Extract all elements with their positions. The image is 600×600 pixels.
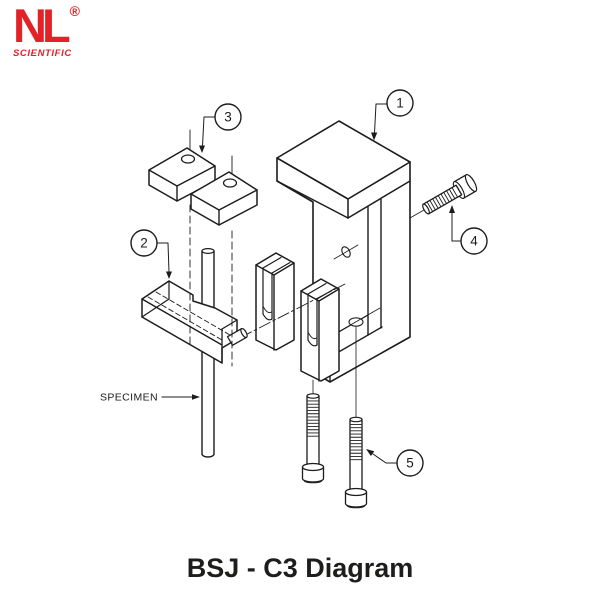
part-clamp-plate-2 (190, 171, 258, 226)
registered-trademark-icon: ® (69, 3, 80, 19)
part-side-screw (422, 173, 478, 215)
callout-5-arrowhead-icon (366, 449, 375, 456)
plate-1-hole (180, 154, 196, 164)
callout-2-arrowhead-icon (166, 271, 172, 279)
callout-2 (130, 229, 172, 279)
specimen-annotation (161, 394, 200, 400)
specimen-arrowhead-icon (192, 394, 200, 400)
specimen-label: SPECIMEN (100, 392, 158, 404)
nl-scientific-logo: NL® SCIENTIFIC (13, 0, 103, 59)
callout-4 (449, 205, 488, 255)
back-jaw-slot (262, 256, 291, 321)
callout-4-number: 4 (470, 234, 478, 249)
callout-2-number: 2 (140, 236, 148, 251)
side-screw-centerline (409, 209, 425, 219)
callout-3-arrowhead-icon (199, 145, 205, 153)
logo-nl-text: NL® (13, 0, 80, 52)
part-vertical-screw-right (344, 326, 368, 509)
part-front-jaw (300, 278, 340, 382)
part-back-jaw (255, 252, 295, 351)
alignment-centerlines (189, 129, 233, 367)
logo-tagline: SCIENTIFIC (13, 48, 72, 59)
plate-2-hole (222, 178, 238, 188)
frame-side-hole (333, 244, 359, 260)
callout-5 (366, 449, 424, 477)
callout-3-number: 3 (224, 110, 232, 125)
callout-1-arrowhead-icon (371, 132, 378, 141)
frame-arm-hole (332, 307, 381, 336)
part-frame-body (276, 120, 425, 383)
callout-1-number: 1 (396, 96, 404, 111)
callout-1 (371, 89, 414, 141)
callout-3 (199, 103, 242, 153)
part-vertical-screw-left (301, 379, 325, 484)
callout-5-number: 5 (406, 456, 414, 471)
callout-4-arrowhead-icon (449, 205, 455, 213)
diagram-title: BSJ - C3 Diagram (186, 553, 414, 583)
